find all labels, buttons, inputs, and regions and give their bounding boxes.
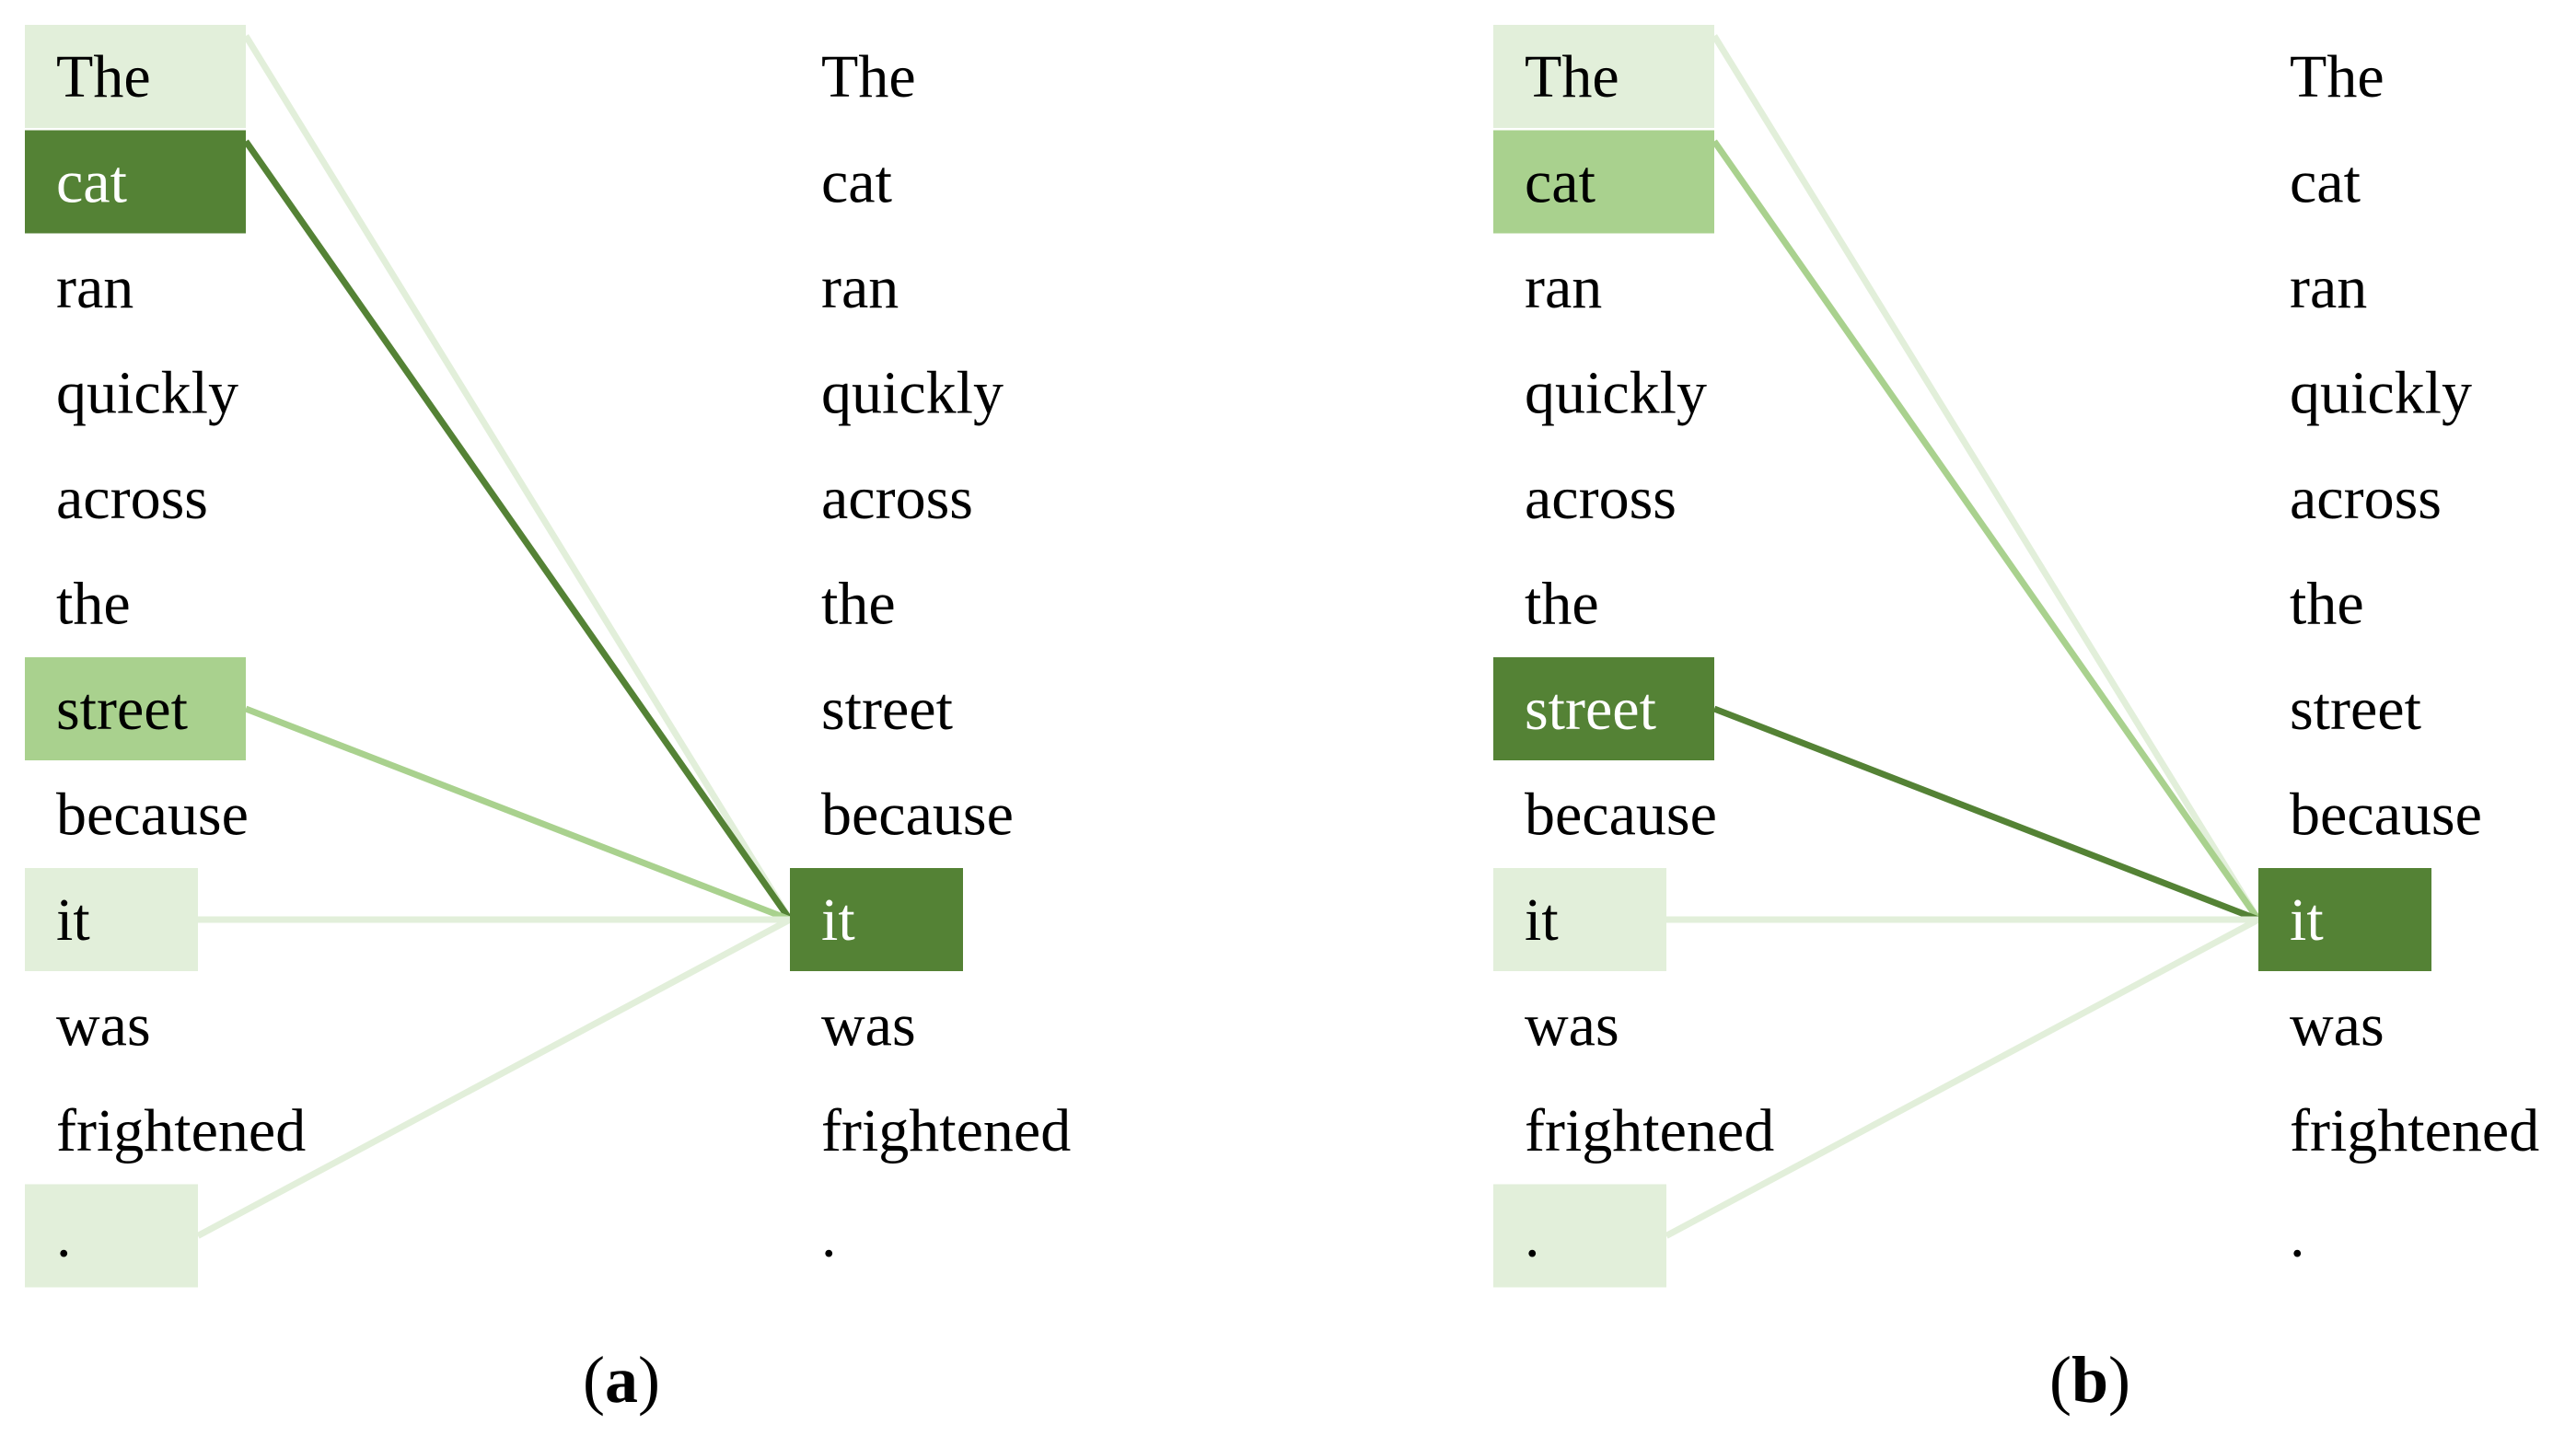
source-word-6-a: street bbox=[56, 676, 188, 743]
source-word-7-a: because bbox=[56, 782, 249, 849]
target-word-11-b: . bbox=[2290, 1203, 2305, 1270]
target-word-3-b: quickly bbox=[2290, 360, 2472, 427]
source-word-4-a: across bbox=[56, 465, 208, 532]
query-box-b bbox=[2258, 868, 2431, 971]
highlight-box-0-a bbox=[25, 25, 246, 128]
target-word-7-a: because bbox=[821, 782, 1014, 849]
highlight-box-8-b bbox=[1493, 868, 1666, 971]
source-word-1-b: cat bbox=[1525, 149, 1595, 216]
attention-line-street-b bbox=[1712, 705, 2260, 923]
target-word-5-b: the bbox=[2290, 571, 2364, 638]
source-word-4-b: across bbox=[1525, 465, 1677, 532]
source-word-7-b: because bbox=[1525, 782, 1717, 849]
target-word-4-a: across bbox=[821, 465, 973, 532]
highlight-box-11-a bbox=[25, 1184, 198, 1288]
source-word-2-b: ran bbox=[1525, 254, 1602, 321]
source-word-11-a: . bbox=[56, 1203, 72, 1270]
caption-b: (b) bbox=[2049, 1343, 2130, 1417]
target-word-2-a: ran bbox=[821, 254, 899, 321]
source-word-9-a: was bbox=[56, 992, 151, 1060]
target-word-10-b: frightened bbox=[2290, 1097, 2539, 1164]
highlight-box-11-b bbox=[1493, 1184, 1666, 1288]
source-word-10-a: frightened bbox=[56, 1097, 306, 1164]
target-word-0-b: The bbox=[2290, 43, 2385, 110]
target-word-8-a: it bbox=[821, 886, 855, 954]
target-word-4-b: across bbox=[2290, 465, 2442, 532]
caption-a: (a) bbox=[583, 1343, 660, 1417]
source-word-6-b: street bbox=[1525, 676, 1656, 743]
panel-a: The cat ran quickly across the street because it… bbox=[25, 25, 1071, 1417]
highlight-box-1-a bbox=[25, 130, 246, 234]
query-box-a bbox=[790, 868, 963, 971]
highlight-box-6-a bbox=[25, 657, 246, 760]
attention-line-the-a bbox=[243, 34, 793, 921]
source-word-0-a: The bbox=[56, 43, 151, 110]
attention-line-street-a bbox=[244, 705, 792, 923]
highlight-box-0-b bbox=[1493, 25, 1714, 128]
target-word-9-b: was bbox=[2290, 992, 2385, 1060]
target-word-6-a: street bbox=[821, 676, 953, 743]
attention-lines-a bbox=[196, 34, 793, 1239]
highlight-box-1-b bbox=[1493, 130, 1714, 234]
target-word-9-a: was bbox=[821, 992, 916, 1060]
source-word-8-a: it bbox=[56, 886, 90, 954]
target-word-1-a: cat bbox=[821, 149, 892, 216]
attention-line-dot-a bbox=[196, 916, 792, 1239]
source-word-3-a: quickly bbox=[56, 360, 238, 427]
word-columns-b: The cat ran quickly across the street because it… bbox=[1525, 43, 2539, 1270]
attention-line-cat-a bbox=[243, 139, 793, 922]
attention-line-dot-b bbox=[1665, 916, 2260, 1239]
source-word-5-a: the bbox=[56, 571, 131, 638]
source-word-8-b: it bbox=[1525, 886, 1559, 954]
source-word-10-b: frightened bbox=[1525, 1097, 1774, 1164]
source-word-3-b: quickly bbox=[1525, 360, 1707, 427]
source-word-11-b: . bbox=[1525, 1203, 1540, 1270]
attention-lines-b bbox=[1665, 34, 2261, 1239]
target-word-3-a: quickly bbox=[821, 360, 1004, 427]
target-word-5-a: the bbox=[821, 571, 896, 638]
target-word-10-a: frightened bbox=[821, 1097, 1071, 1164]
word-columns-a: The cat ran quickly across the street because it… bbox=[56, 43, 1071, 1270]
highlight-box-6-b bbox=[1493, 657, 1714, 760]
target-word-0-a: The bbox=[821, 43, 916, 110]
highlight-boxes-a bbox=[25, 25, 963, 1288]
source-word-9-b: was bbox=[1525, 992, 1619, 1060]
target-word-6-b: street bbox=[2290, 676, 2421, 743]
target-word-2-b: ran bbox=[2290, 254, 2367, 321]
source-word-5-b: the bbox=[1525, 571, 1599, 638]
highlight-box-8-a bbox=[25, 868, 198, 971]
attention-line-cat-b bbox=[1712, 139, 2261, 922]
panel-b: The cat ran quickly across the street because it… bbox=[1493, 25, 2539, 1417]
target-word-8-b: it bbox=[2290, 886, 2324, 954]
source-word-0-b: The bbox=[1525, 43, 1619, 110]
source-word-1-a: cat bbox=[56, 149, 127, 216]
target-word-1-b: cat bbox=[2290, 149, 2361, 216]
target-word-7-b: because bbox=[2290, 782, 2482, 849]
attention-line-the-b bbox=[1712, 34, 2261, 921]
highlight-boxes-b bbox=[1493, 25, 2431, 1288]
target-word-11-a: . bbox=[821, 1203, 837, 1270]
source-word-2-a: ran bbox=[56, 254, 133, 321]
